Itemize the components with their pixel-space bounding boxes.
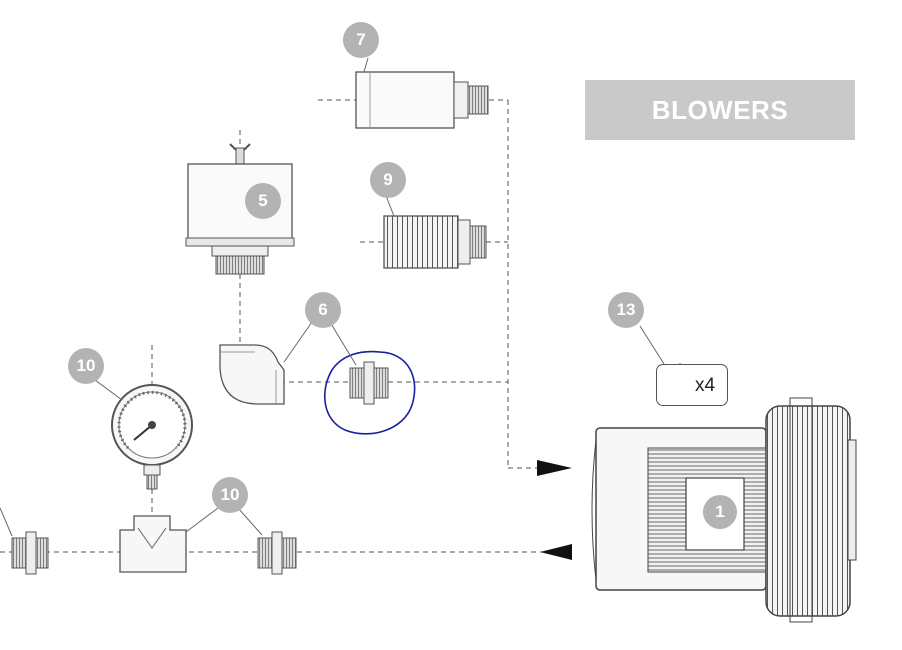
quantity-box: x4	[656, 364, 728, 406]
callout-number: 9	[383, 170, 393, 189]
pressure-gauge-icon	[111, 384, 193, 490]
air-filter-icon	[185, 143, 295, 275]
arrow-icon	[537, 460, 572, 560]
callout-7: 7	[343, 22, 379, 58]
tee-fitting-icon	[119, 515, 187, 573]
quantity-label: x4	[695, 375, 716, 396]
callout-number: 5	[258, 191, 268, 210]
filter-cartridge-icon	[355, 71, 489, 129]
callout-6: 6	[305, 292, 341, 328]
blower-motor-icon	[591, 397, 857, 623]
filter-cartridge-icon	[383, 215, 487, 269]
elbow-fitting-icon	[219, 344, 285, 405]
nipple-fitting-icon	[11, 531, 49, 575]
callout-number: 7	[356, 30, 366, 49]
section-title-banner: BLOWERS	[585, 80, 855, 140]
callout-13: 13	[608, 292, 644, 328]
connection-lines	[0, 99, 681, 553]
nipple-fitting-icon	[257, 531, 297, 575]
callout-10-tee: 10	[212, 477, 248, 513]
callout-number: 6	[318, 300, 328, 319]
callout-number: 13	[616, 300, 636, 319]
callout-number: 1	[715, 502, 725, 521]
callout-10-gauge: 10	[68, 348, 104, 384]
callout-1: 1	[702, 494, 738, 530]
callout-number: 10	[76, 356, 96, 375]
highlight-circle	[324, 350, 416, 435]
leader-lines	[0, 57, 665, 537]
callout-5: 5	[245, 183, 281, 219]
callout-9: 9	[370, 162, 406, 198]
callout-number: 10	[220, 485, 240, 504]
section-title: BLOWERS	[651, 94, 789, 125]
nipple-fitting-icon	[349, 361, 389, 405]
